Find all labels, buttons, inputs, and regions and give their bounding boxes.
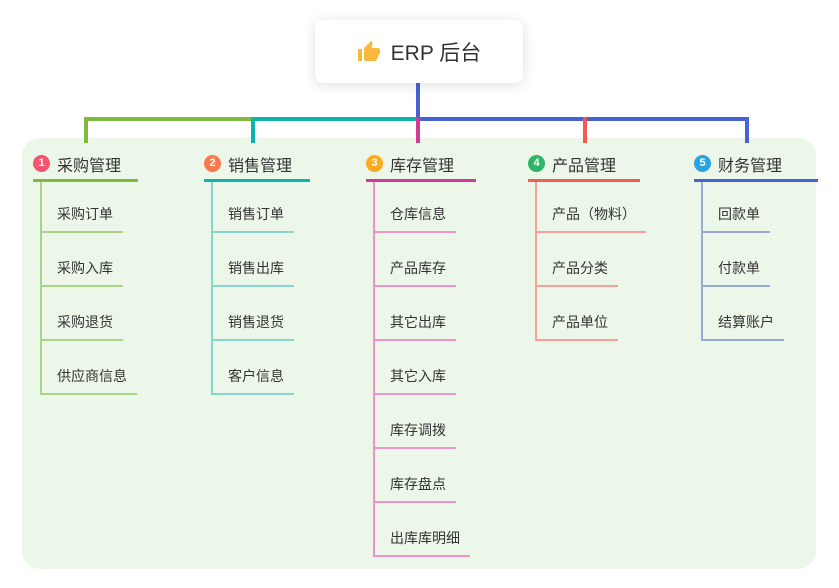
connector-drop-5 xyxy=(745,117,749,143)
child-node[interactable]: 采购订单 xyxy=(40,201,123,233)
branch-topic-2[interactable]: 2 销售管理 xyxy=(204,148,310,182)
connector-drop-3 xyxy=(416,117,420,143)
connector-bus-teal xyxy=(251,117,418,121)
child-node[interactable]: 销售退货 xyxy=(211,309,294,341)
child-node[interactable]: 仓库信息 xyxy=(373,201,456,233)
connector-drop-2 xyxy=(251,117,255,143)
child-node[interactable]: 付款单 xyxy=(701,255,770,287)
child-node[interactable]: 销售出库 xyxy=(211,255,294,287)
child-node[interactable]: 客户信息 xyxy=(211,363,294,395)
branch-number-badge: 5 xyxy=(694,155,711,172)
child-node[interactable]: 采购退货 xyxy=(40,309,123,341)
child-node[interactable]: 供应商信息 xyxy=(40,363,137,395)
root-node-label: ERP 后台 xyxy=(390,41,482,65)
branch-number-badge: 1 xyxy=(33,155,50,172)
branch-topic-label: 采购管理 xyxy=(57,157,122,175)
connector-drop-4 xyxy=(583,117,587,143)
child-node[interactable]: 库存调拨 xyxy=(373,417,456,449)
branches-panel xyxy=(22,138,816,569)
branch-topic-label: 销售管理 xyxy=(228,157,293,175)
child-node[interactable]: 其它出库 xyxy=(373,309,456,341)
thumbs-up-icon xyxy=(357,40,380,61)
branch-topic-label: 产品管理 xyxy=(552,157,617,175)
branch-topic-3[interactable]: 3 库存管理 xyxy=(366,148,476,182)
child-node[interactable]: 库存盘点 xyxy=(373,471,456,503)
child-node[interactable]: 其它入库 xyxy=(373,363,456,395)
branch-number-badge: 2 xyxy=(204,155,221,172)
branch-number-badge: 3 xyxy=(366,155,383,172)
branch-spine-line xyxy=(535,179,537,341)
branch-topic-5[interactable]: 5 财务管理 xyxy=(694,148,818,182)
child-node[interactable]: 销售订单 xyxy=(211,201,294,233)
branch-topic-4[interactable]: 4 产品管理 xyxy=(528,148,640,182)
connector-bus-blue xyxy=(416,117,749,121)
child-node[interactable]: 回款单 xyxy=(701,201,770,233)
child-node[interactable]: 出库库明细 xyxy=(373,525,470,557)
child-node[interactable]: 采购入库 xyxy=(40,255,123,287)
child-node[interactable]: 产品（物料） xyxy=(535,201,646,233)
branch-spine-line xyxy=(211,179,213,395)
child-node[interactable]: 产品分类 xyxy=(535,255,618,287)
child-node[interactable]: 结算账户 xyxy=(701,309,784,341)
connector-bus-green xyxy=(84,117,253,121)
branch-topic-1[interactable]: 1 采购管理 xyxy=(33,148,138,182)
branch-spine-line xyxy=(40,179,42,395)
child-node[interactable]: 产品库存 xyxy=(373,255,456,287)
branch-topic-label: 库存管理 xyxy=(390,157,455,175)
branch-spine-line xyxy=(373,179,375,557)
connector-root-vertical xyxy=(416,83,420,121)
root-node[interactable]: ERP 后台 xyxy=(315,20,523,83)
branch-number-badge: 4 xyxy=(528,155,545,172)
branch-spine-line xyxy=(701,179,703,341)
connector-drop-1 xyxy=(84,117,88,143)
child-node[interactable]: 产品单位 xyxy=(535,309,618,341)
branch-topic-label: 财务管理 xyxy=(718,157,783,175)
